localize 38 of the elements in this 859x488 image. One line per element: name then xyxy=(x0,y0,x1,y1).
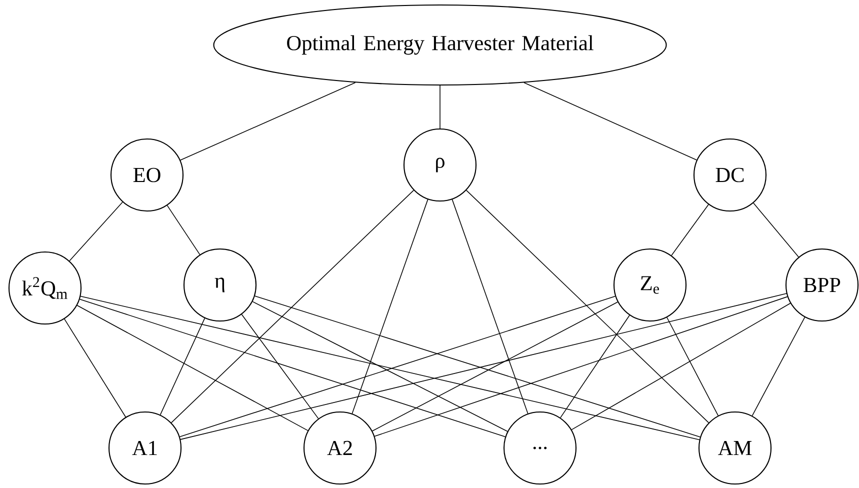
connector-line xyxy=(170,190,414,424)
connector-line xyxy=(671,204,709,256)
circle-node: EO xyxy=(110,138,184,212)
connector-line xyxy=(166,205,200,255)
circle-node: BPP xyxy=(785,248,859,322)
connector-line xyxy=(524,82,698,160)
circle-node: Z$_{e}$ xyxy=(613,248,687,322)
circle-node: ... xyxy=(503,411,577,485)
connector-line xyxy=(352,199,428,414)
connector-line xyxy=(571,302,791,430)
connector-line xyxy=(241,314,319,419)
connector-line xyxy=(80,296,700,440)
circle-node: DC xyxy=(693,138,767,212)
connector-line xyxy=(180,82,356,161)
connector-line xyxy=(179,296,616,438)
connector-line xyxy=(752,316,806,416)
circle-node: AM xyxy=(698,411,772,485)
connector-line xyxy=(76,305,308,431)
connector-line xyxy=(180,293,787,440)
ellipse-node: Optimal Energy Harvester Material xyxy=(213,4,667,86)
connector-line xyxy=(372,302,618,432)
connector-line xyxy=(252,301,508,432)
circle-node: ρ xyxy=(403,128,477,202)
connector-line xyxy=(254,296,701,438)
connector-line xyxy=(64,318,126,418)
connector-line xyxy=(374,296,788,437)
circle-node: A1 xyxy=(108,411,182,485)
connector-line xyxy=(69,202,123,262)
connector-line xyxy=(452,199,528,414)
circle-node: η xyxy=(183,248,257,322)
connector-line xyxy=(666,316,719,416)
connector-line xyxy=(160,318,206,416)
connector-line xyxy=(79,298,506,438)
circle-node: k$^{2}$Q$_{m}$ xyxy=(8,251,82,325)
connector-line xyxy=(466,190,710,424)
connector-line xyxy=(560,314,630,418)
connector-line xyxy=(753,202,799,258)
circle-node: A2 xyxy=(303,411,377,485)
